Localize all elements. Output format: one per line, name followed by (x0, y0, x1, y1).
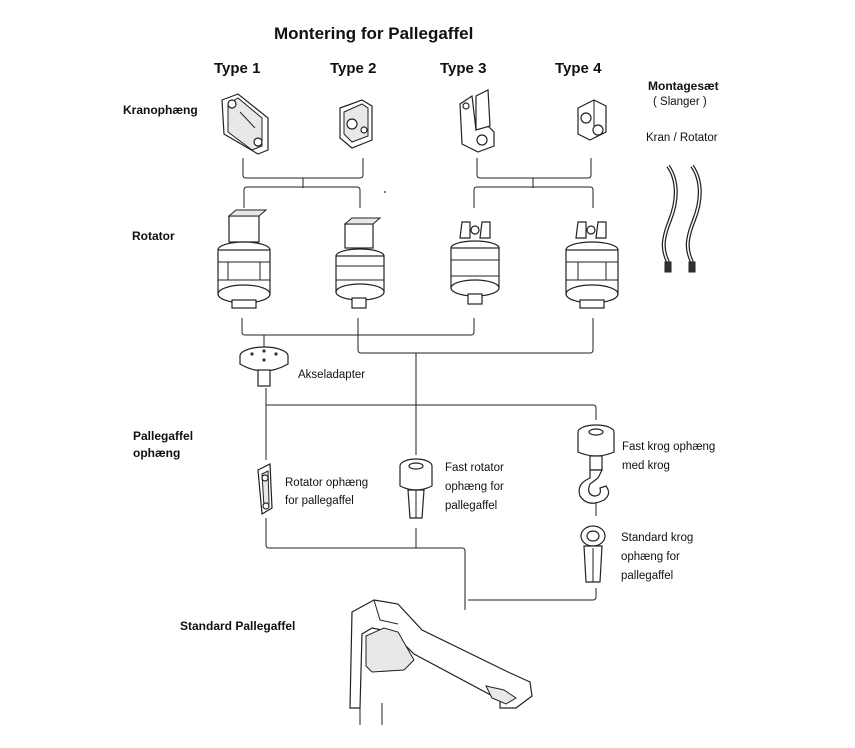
type-3-label: Type 3 (440, 60, 487, 77)
pallet-fork-part (349, 599, 533, 725)
crane-hanger-type2-part (339, 99, 373, 149)
row-label-rotator: Rotator (132, 229, 175, 243)
axle-adapter-part (239, 346, 289, 387)
standard-hook-hanger-part (580, 525, 606, 583)
rotator-ophaeng-label-2: for pallegaffel (285, 495, 354, 507)
connector-lines (241, 158, 597, 725)
akseladapter-label: Akseladapter (298, 369, 366, 381)
fast-rotator-label-1: Fast rotator (445, 462, 504, 474)
crane-hanger-type1-part (221, 93, 269, 155)
fast-krog-label-1: Fast krog ophæng (622, 441, 716, 453)
montagesaet-label: Kran / Rotator (646, 132, 718, 144)
rotator-type3-part (450, 221, 500, 305)
rotator-type2-part (335, 217, 385, 309)
type-4-label: Type 4 (555, 60, 602, 77)
fixed-hook-hanger-part (577, 424, 615, 504)
row-label-ophaeng: ophæng (133, 446, 181, 460)
fast-rotator-label-3: pallegaffel (445, 500, 498, 512)
rotator-hanger-part (257, 463, 273, 516)
rotator-type1-part (217, 209, 271, 309)
standard-krog-label-1: Standard krog (621, 532, 694, 544)
montagesaet-title: Montagesæt (648, 79, 719, 93)
standard-krog-label-3: pallegaffel (621, 570, 674, 582)
montagesaet-subtitle: ( Slanger ) (653, 96, 707, 108)
row-label-pallegaffel: Pallegaffel (133, 429, 194, 443)
rotator-ophaeng-label-1: Rotator ophæng (285, 477, 369, 489)
crane-hanger-type4-part (577, 99, 607, 141)
fixed-rotator-hanger-part (399, 458, 433, 519)
fast-rotator-label-2: ophæng for (445, 481, 504, 493)
rotator-type4-part (565, 221, 619, 309)
page-title: Montering for Pallegaffel (274, 24, 474, 43)
standard-krog-label-2: ophæng for (621, 551, 680, 563)
crane-hanger-type3-part (459, 89, 495, 153)
row-label-standard-pallegaffel: Standard Pallegaffel (180, 619, 296, 633)
hose-set-part (661, 164, 702, 273)
fast-krog-label-2: med krog (622, 460, 670, 472)
row-label-kranophaeng: Kranophæng (123, 103, 198, 117)
type-1-label: Type 1 (214, 60, 261, 77)
type-2-label: Type 2 (330, 60, 377, 77)
